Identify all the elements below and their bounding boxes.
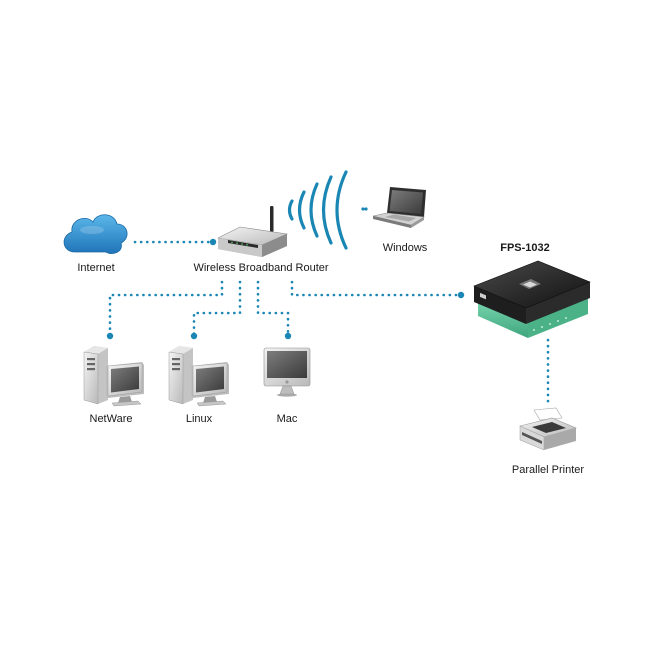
link-router-mac [256, 280, 290, 337]
link-router-netware [108, 280, 224, 337]
linux-label: Linux [185, 413, 213, 425]
printer-icon [519, 407, 577, 451]
fps-1032-label: FPS-1032 [500, 242, 550, 254]
windows-label: Windows [382, 242, 428, 254]
parallel-printer-label: Parallel Printer [511, 464, 585, 476]
internet-label: Internet [77, 262, 115, 274]
router-icon [217, 206, 289, 257]
router-label: Wireless Broadband Router [193, 262, 329, 274]
desktop-pc-icon [168, 346, 229, 407]
netware-label: NetWare [89, 413, 133, 425]
link-router-fps [290, 280, 460, 297]
wifi-signal-icon [287, 170, 348, 250]
imac-icon [263, 347, 311, 397]
laptop-icon [372, 187, 426, 228]
connection-lines [108, 240, 550, 404]
desktop-pc-icon [83, 346, 144, 407]
connection-endpoints [106, 238, 465, 340]
link-router-linux [192, 280, 242, 337]
mac-label: Mac [276, 413, 298, 425]
cloud-icon [63, 214, 128, 254]
print-server-icon [473, 260, 591, 338]
wifi-link-dots [361, 207, 368, 211]
